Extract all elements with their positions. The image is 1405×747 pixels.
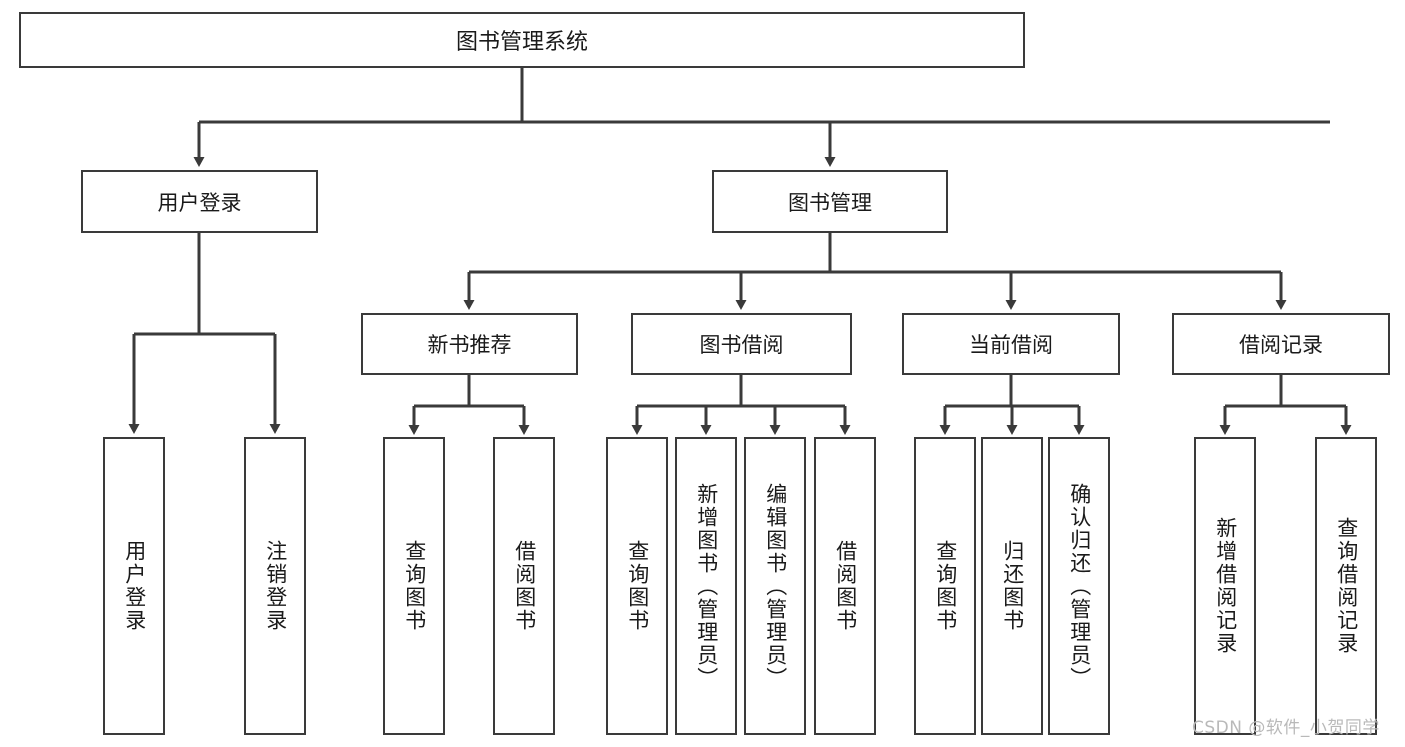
node-borrow-record-label: 借阅记录 — [1239, 333, 1323, 357]
node-borrow-record[interactable]: 借阅记录 — [1172, 313, 1390, 375]
leaf-book-borrow-query[interactable]: 查询图书 — [606, 437, 668, 735]
leaf-current-borrow-confirm-return[interactable]: 确认归还（管理员） — [1048, 437, 1110, 735]
leaf-borrow-record-add[interactable]: 新增借阅记录 — [1194, 437, 1256, 735]
leaf-label: 确认归还（管理员） — [1067, 482, 1092, 690]
leaf-label: 编辑图书（管理员） — [763, 482, 788, 690]
leaf-label: 查询图书 — [933, 540, 958, 632]
watermark: CSDN @软件_小贺同学 — [1192, 718, 1380, 738]
leaf-label: 新增图书（管理员） — [694, 482, 719, 690]
leaf-label: 借阅图书 — [512, 540, 537, 632]
leaf-label: 用户登录 — [122, 540, 147, 632]
node-user-login[interactable]: 用户登录 — [81, 170, 318, 233]
leaf-user-login-logout[interactable]: 注销登录 — [244, 437, 306, 735]
leaf-new-book-borrow[interactable]: 借阅图书 — [493, 437, 555, 735]
leaf-label: 查询借阅记录 — [1334, 517, 1359, 655]
leaf-label: 注销登录 — [263, 540, 288, 632]
leaf-book-borrow-add[interactable]: 新增图书（管理员） — [675, 437, 737, 735]
leaf-label: 归还图书 — [1000, 540, 1025, 632]
leaf-user-login-login[interactable]: 用户登录 — [103, 437, 165, 735]
leaf-label: 借阅图书 — [833, 540, 858, 632]
node-user-login-label: 用户登录 — [157, 190, 242, 215]
node-book-management[interactable]: 图书管理 — [712, 170, 948, 233]
leaf-book-borrow-borrow[interactable]: 借阅图书 — [814, 437, 876, 735]
leaf-label: 查询图书 — [625, 540, 650, 632]
node-current-borrow[interactable]: 当前借阅 — [902, 313, 1120, 375]
leaf-label: 查询图书 — [402, 540, 427, 632]
leaf-current-borrow-return[interactable]: 归还图书 — [981, 437, 1043, 735]
leaf-label: 新增借阅记录 — [1213, 517, 1238, 655]
node-book-borrow-label: 图书借阅 — [699, 333, 784, 357]
node-book-management-label: 图书管理 — [788, 190, 872, 215]
node-current-borrow-label: 当前借阅 — [969, 333, 1053, 357]
leaf-current-borrow-query[interactable]: 查询图书 — [914, 437, 976, 735]
leaf-book-borrow-edit[interactable]: 编辑图书（管理员） — [744, 437, 806, 735]
node-root[interactable]: 图书管理系统 — [19, 12, 1025, 68]
leaf-borrow-record-query[interactable]: 查询借阅记录 — [1315, 437, 1377, 735]
node-root-label: 图书管理系统 — [455, 30, 588, 55]
node-new-book-recommend-label: 新书推荐 — [427, 333, 512, 357]
node-new-book-recommend[interactable]: 新书推荐 — [361, 313, 578, 375]
leaf-new-book-query[interactable]: 查询图书 — [383, 437, 445, 735]
node-book-borrow[interactable]: 图书借阅 — [631, 313, 852, 375]
